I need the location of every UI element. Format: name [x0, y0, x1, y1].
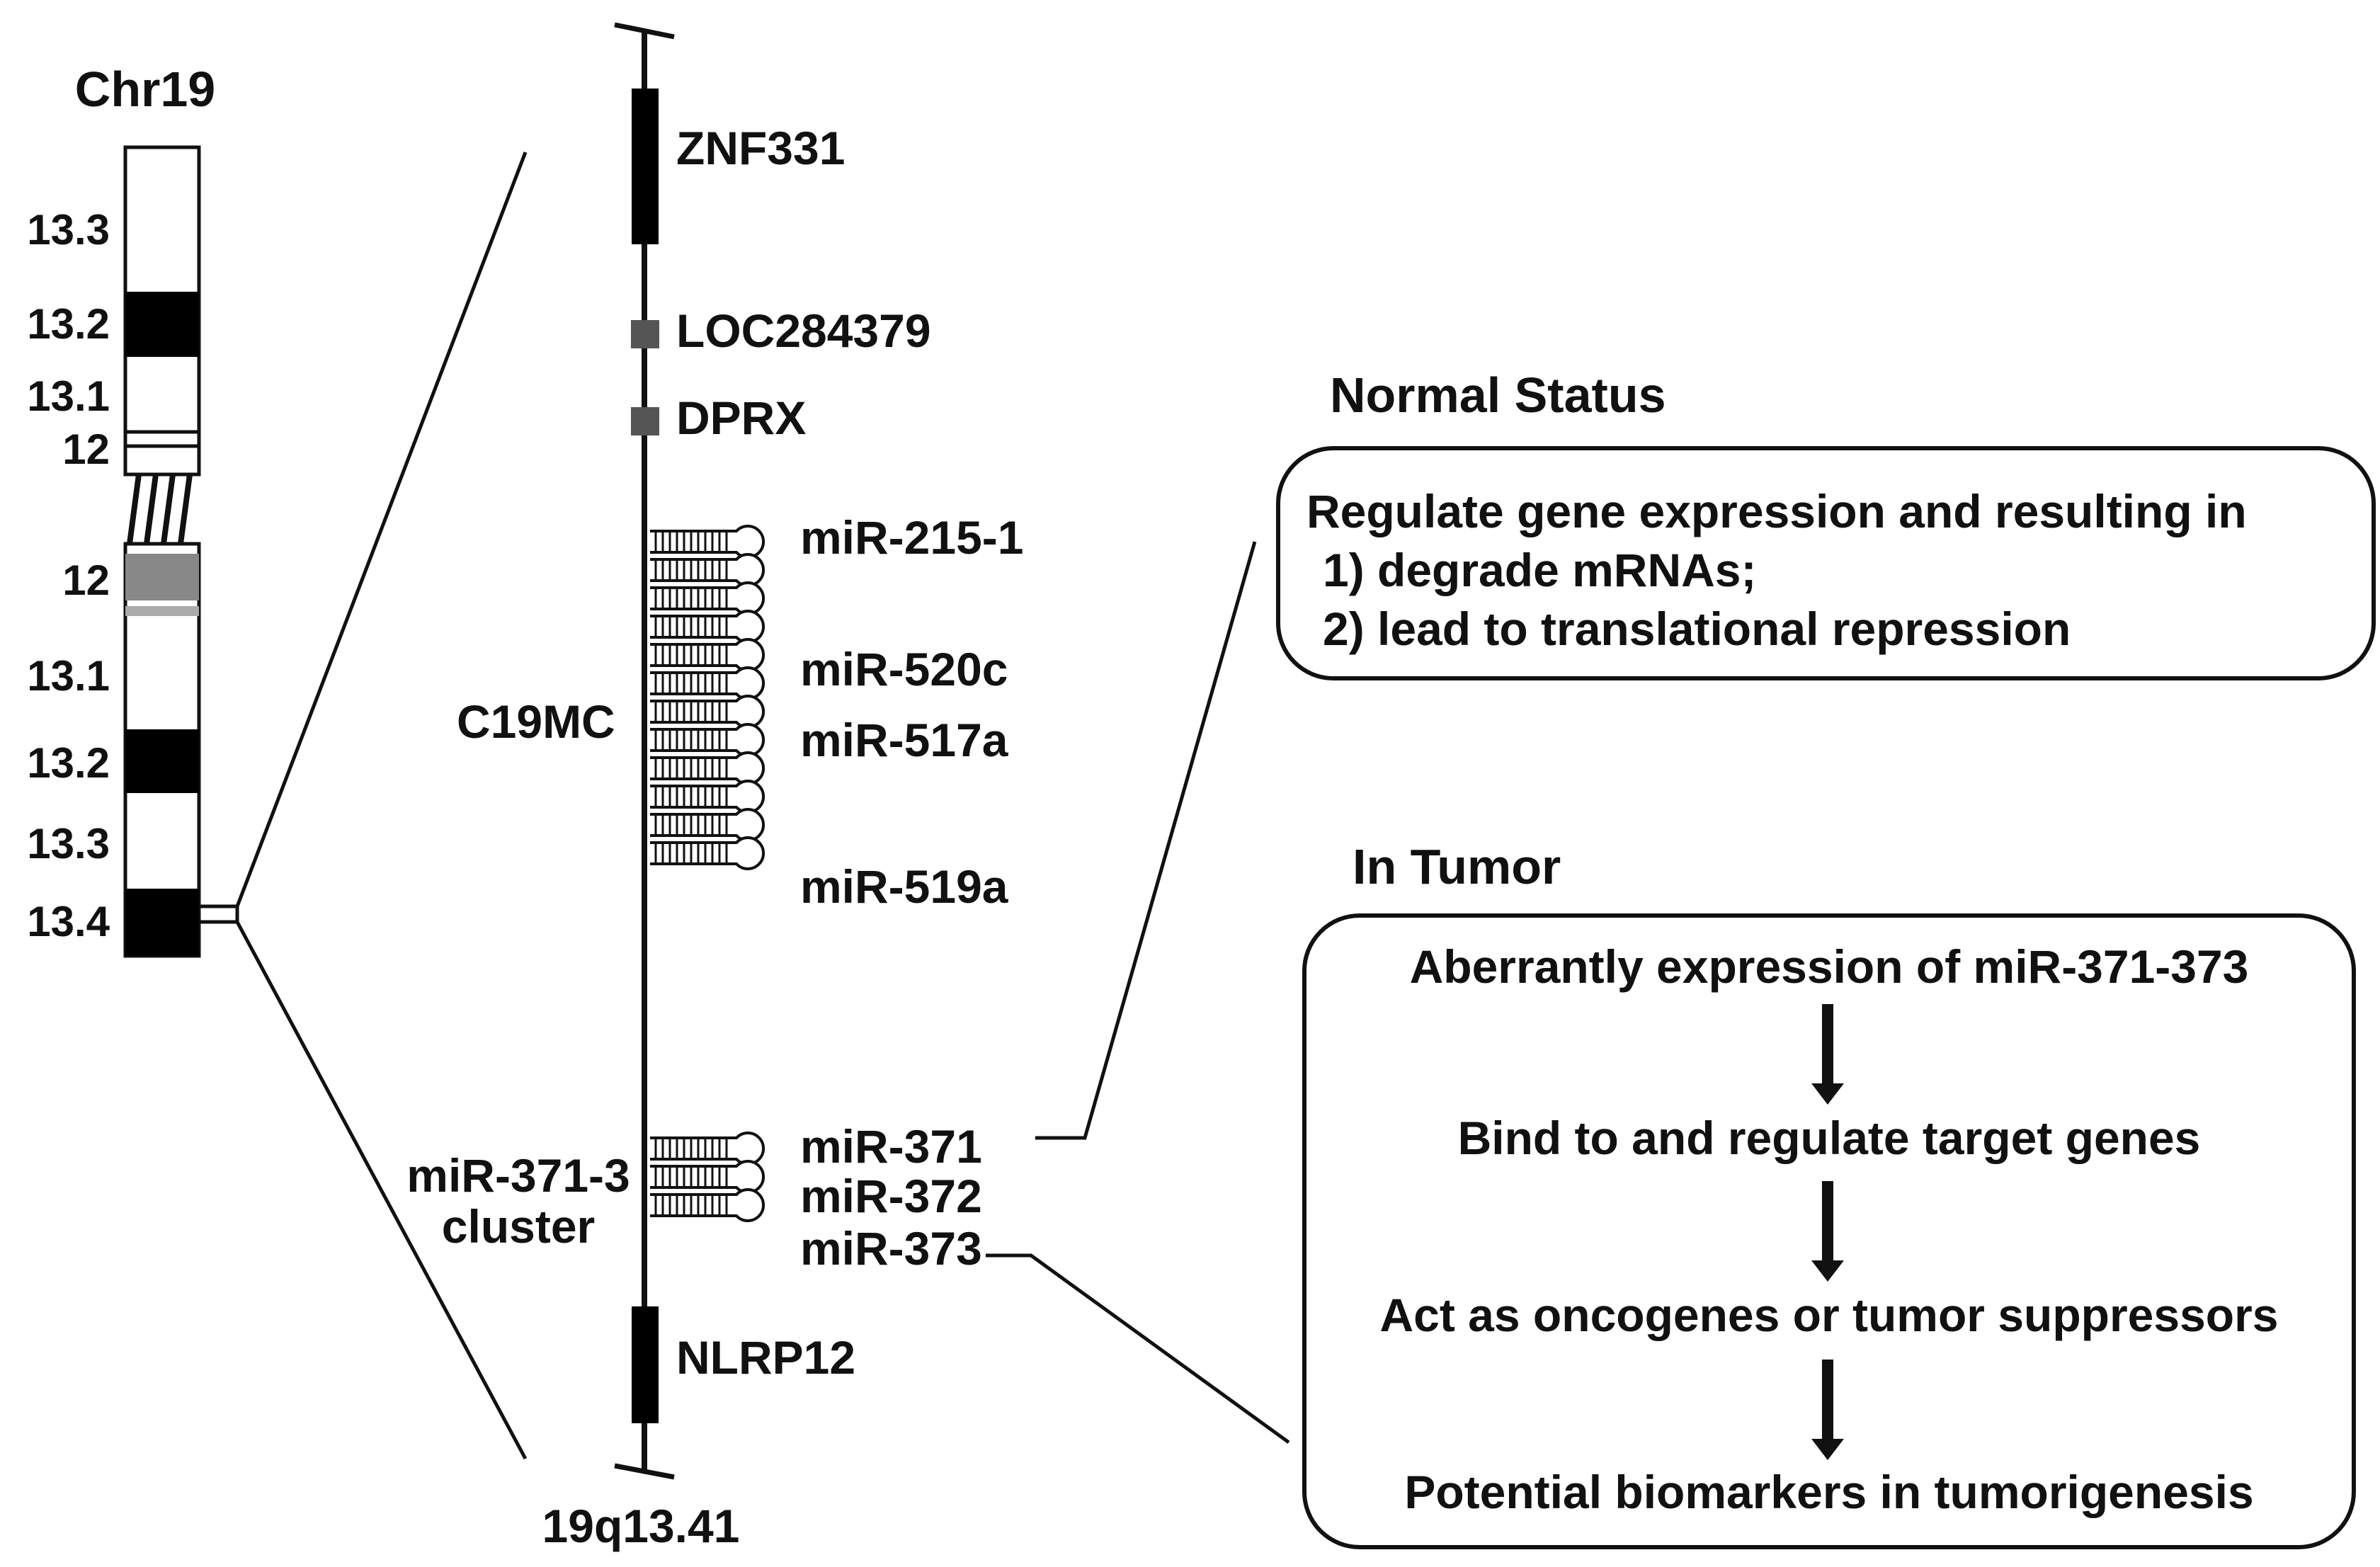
normal-status-line-2: 1) degrade mRNAs; — [1323, 544, 1756, 596]
c19mc-hairpin — [650, 553, 765, 587]
zoom-line-bottom — [235, 921, 528, 1460]
band-q12-gray — [125, 554, 199, 600]
q-arm-band-labels: 12 13.1 13.2 13.3 13.4 — [27, 557, 110, 945]
band-q12-gray-2 — [125, 606, 199, 616]
band-q13-2 — [125, 729, 199, 793]
c19mc-hairpin — [650, 610, 765, 644]
mir-371-3-hairpin — [650, 1188, 765, 1222]
gene-block-nlrp12 — [632, 1306, 659, 1423]
chromosome-ideogram: Chr19 13.3 13.2 13.1 12 12 13.1 13.2 — [27, 62, 239, 958]
c19mc-label: C19MC — [457, 695, 615, 748]
band-label: 12 — [62, 426, 110, 473]
c19mc-hairpin-group — [650, 525, 765, 870]
connector-normal — [1035, 541, 1257, 1140]
mirna-label-372: miR-372 — [800, 1170, 982, 1222]
c19mc-hairpin — [650, 808, 765, 842]
band-label: 13.3 — [27, 206, 110, 253]
gene-marker-dprx — [631, 407, 659, 435]
mirna-label-520c: miR-520c — [800, 643, 1008, 695]
normal-status-line-1: Regulate gene expression and resulting i… — [1306, 485, 2247, 537]
gene-label-loc284379: LOC284379 — [676, 304, 931, 357]
in-tumor-title: In Tumor — [1353, 839, 1561, 894]
normal-status-box — [1276, 446, 2376, 680]
tumor-flow-arrow-2 — [1811, 1181, 1844, 1282]
cluster-label-line1: miR-371-3 — [406, 1149, 630, 1202]
c19mc-hairpin — [650, 638, 765, 672]
mirna-label-373: miR-373 — [800, 1222, 982, 1275]
normal-status-title: Normal Status — [1330, 367, 1666, 423]
normal-status-line-3: 2) lead to translational repression — [1323, 603, 2071, 655]
normal-status-panel: Normal Status Regulate gene expression a… — [1276, 367, 2376, 680]
mirna-label-517a: miR-517a — [800, 714, 1009, 766]
c19mc-hairpin — [650, 695, 765, 729]
tumor-flow-arrow-3 — [1811, 1360, 1844, 1460]
c19mc-hairpin — [650, 780, 765, 814]
region-label: 19q13.41 — [542, 1500, 740, 1552]
locus-map: ZNF331 LOC284379 DPRX NLRP12 C19MC miR-2… — [406, 22, 1023, 1552]
band-q13-4 — [125, 889, 199, 956]
band-label: 13.1 — [27, 652, 110, 700]
gene-block-znf331 — [632, 89, 659, 244]
centromere-stalk — [127, 474, 193, 545]
band-label: 13.4 — [27, 898, 110, 945]
tumor-step-3: Act as oncogenes or tumor suppressors — [1380, 1289, 2279, 1341]
c19mc-hairpin — [650, 723, 765, 757]
zoom-bracket — [199, 904, 239, 924]
band-label: 12 — [62, 557, 110, 604]
mir-371-3-hairpin-group — [650, 1132, 765, 1222]
tumor-step-1: Aberrantly expression of miR-371-373 — [1410, 940, 2249, 993]
gene-marker-loc284379 — [631, 320, 659, 348]
mirna-label-519a: miR-519a — [800, 860, 1009, 913]
mir-371-3-hairpin — [650, 1132, 765, 1166]
tumor-step-2: Bind to and regulate target genes — [1458, 1112, 2201, 1164]
mir-371-3-hairpin — [650, 1160, 765, 1194]
band-label: 13.1 — [27, 372, 110, 420]
c19mc-hairpin — [650, 525, 765, 559]
locus-break-bottom — [614, 1463, 675, 1480]
locus-break-top — [614, 22, 675, 40]
band-label: 13.2 — [27, 739, 110, 787]
chromosome-title: Chr19 — [75, 62, 215, 117]
zoom-line-top — [235, 152, 528, 907]
mirna-label-215-1: miR-215-1 — [800, 511, 1023, 564]
gene-label-znf331: ZNF331 — [676, 122, 845, 174]
tumor-flow-arrow-1 — [1811, 1004, 1844, 1105]
gene-label-dprx: DPRX — [676, 392, 806, 444]
c19mc-hairpin — [650, 666, 765, 700]
band-label: 13.2 — [27, 300, 110, 348]
tumor-step-4: Potential biomarkers in tumorigenesis — [1404, 1466, 2253, 1518]
in-tumor-panel: In Tumor Aberrantly expression of miR-37… — [1302, 839, 2356, 1549]
gene-label-nlrp12: NLRP12 — [676, 1331, 855, 1384]
c19mc-hairpin — [650, 836, 765, 870]
cluster-label-line2: cluster — [442, 1200, 595, 1253]
p-arm-band-labels: 13.3 13.2 13.1 12 — [27, 206, 110, 473]
band-p13-2 — [125, 292, 199, 357]
mirna-label-371: miR-371 — [800, 1120, 982, 1173]
connector-tumor — [986, 1253, 1290, 1445]
band-label: 13.3 — [27, 820, 110, 867]
c19mc-hairpin — [650, 751, 765, 785]
c19mc-hairpin — [650, 581, 765, 615]
